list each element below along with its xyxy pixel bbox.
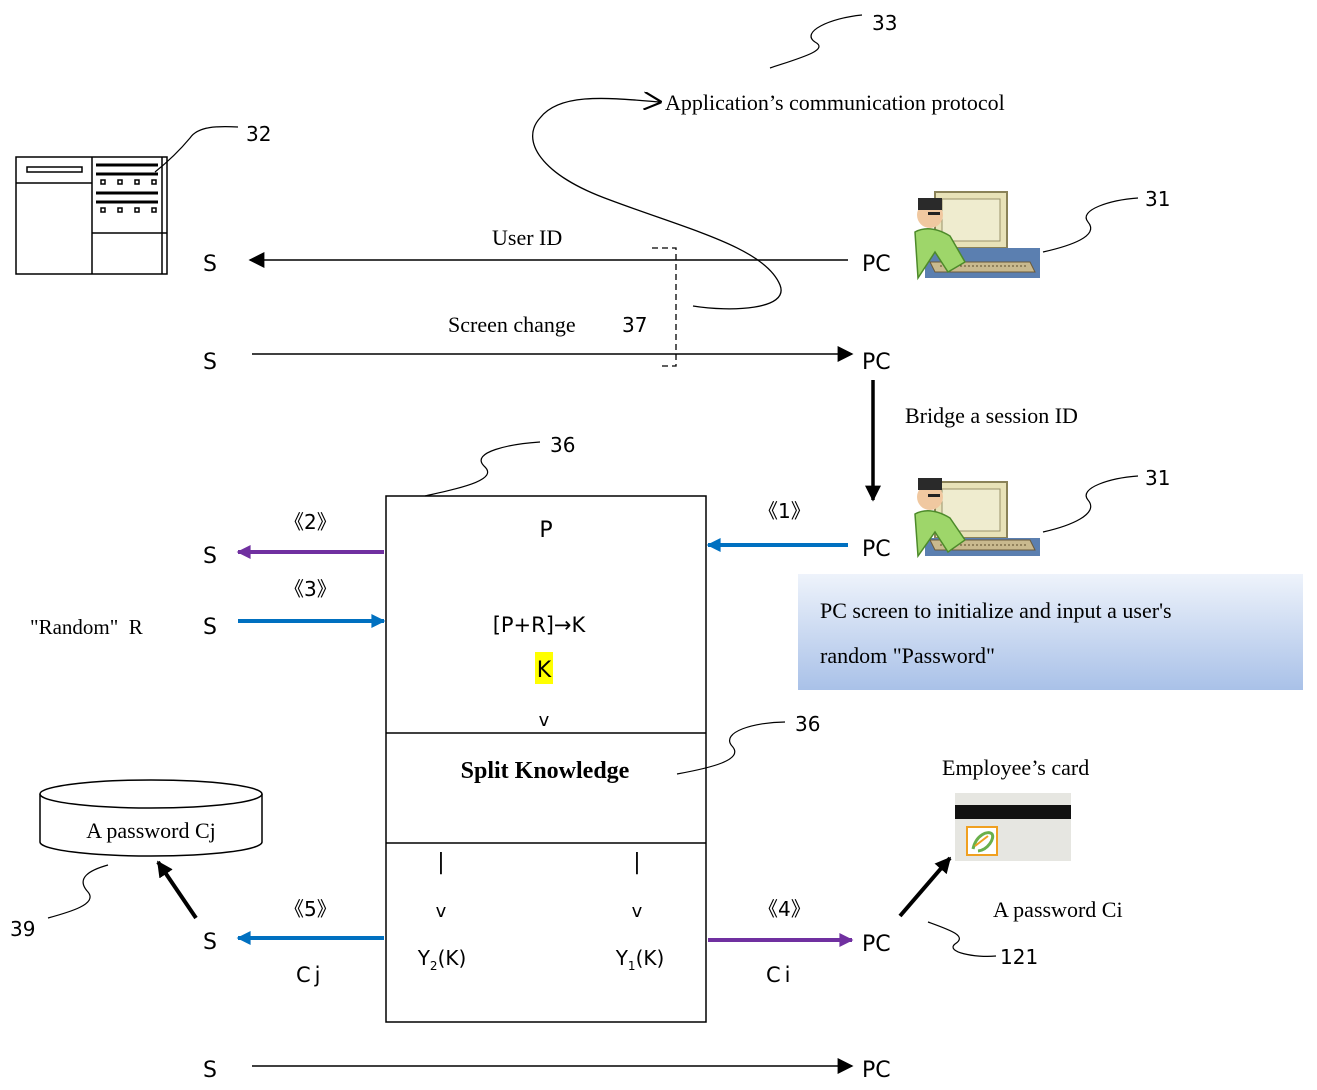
node-pc-5: PC bbox=[862, 932, 891, 957]
ref-32: 32 bbox=[246, 122, 271, 146]
protocol-label: Application’s communication protocol bbox=[665, 90, 1005, 115]
dashed-bracket bbox=[652, 247, 677, 367]
bridge-label: Bridge a session ID bbox=[905, 403, 1078, 428]
leader-31-top bbox=[1042, 197, 1139, 253]
leader-36-mid bbox=[676, 721, 786, 775]
ci-label: Ci bbox=[766, 963, 795, 987]
ref-121: 121 bbox=[1000, 945, 1038, 969]
k-highlight bbox=[535, 652, 553, 684]
process-box bbox=[385, 495, 707, 1023]
ref-39: 39 bbox=[10, 917, 35, 941]
user-at-computer-icon bbox=[914, 478, 1040, 559]
screen-change-ref: 37 bbox=[622, 313, 647, 337]
screen-change-label: Screen change bbox=[448, 312, 576, 337]
box-bar-right: | bbox=[633, 850, 640, 875]
node-pc-2: PC bbox=[862, 350, 891, 375]
note-box bbox=[798, 574, 1303, 690]
leader-39 bbox=[47, 864, 109, 919]
step-3-label: 《3》 bbox=[284, 577, 337, 601]
y1-function: Y1(K) bbox=[615, 946, 665, 973]
box-v-left: v bbox=[436, 901, 447, 922]
note-line-2: random "Password" bbox=[820, 643, 995, 668]
employee-card-icon bbox=[955, 793, 1071, 861]
step-2-label: 《2》 bbox=[284, 510, 337, 534]
y2-function: Y2(K) bbox=[417, 946, 467, 973]
ref-36-mid: 36 bbox=[795, 712, 820, 736]
user-at-computer-icon bbox=[914, 191, 1040, 281]
server-cabinet-icon bbox=[15, 156, 168, 275]
ref-31-top: 31 bbox=[1145, 187, 1170, 211]
cj-label: Cj bbox=[296, 963, 325, 987]
random-label: "Random" R bbox=[30, 615, 143, 639]
split-knowledge-label: Split Knowledge bbox=[461, 758, 630, 784]
leader-33 bbox=[769, 14, 863, 69]
node-pc-3: PC bbox=[862, 537, 891, 562]
node-s-2: S bbox=[203, 350, 217, 375]
box-k: K bbox=[537, 658, 552, 683]
leader-121 bbox=[927, 921, 997, 957]
password-ci-label: A password Ci bbox=[993, 897, 1123, 922]
db-label: A password Cj bbox=[86, 818, 216, 843]
ref-36-top: 36 bbox=[550, 433, 575, 457]
leader-32 bbox=[154, 126, 239, 173]
node-s-5: S bbox=[203, 930, 217, 955]
box-formula: [P+R]→K bbox=[493, 613, 587, 637]
box-v1: v bbox=[539, 710, 550, 731]
employee-card-label: Employee’s card bbox=[942, 755, 1089, 780]
box-v-right: v bbox=[632, 901, 643, 922]
box-p: P bbox=[539, 518, 552, 543]
node-s-1: S bbox=[203, 252, 217, 277]
s-to-db-arrow bbox=[156, 860, 198, 920]
box-bar-left: | bbox=[437, 850, 444, 875]
node-pc-1: PC bbox=[862, 252, 891, 277]
step-5-label: 《5》 bbox=[284, 897, 337, 921]
node-s-6: S bbox=[203, 1058, 217, 1083]
step-1-label: 《1》 bbox=[758, 499, 811, 523]
node-s-4: S bbox=[203, 615, 217, 640]
ref-31-mid: 31 bbox=[1145, 466, 1170, 490]
ref-33: 33 bbox=[872, 11, 897, 35]
leader-31-mid bbox=[1042, 475, 1139, 533]
leader-36-top bbox=[424, 441, 541, 497]
database-cylinder-icon bbox=[39, 779, 263, 857]
step-4-label: 《4》 bbox=[758, 897, 811, 921]
node-s-3: S bbox=[203, 544, 217, 569]
protocol-loop-arrow bbox=[532, 98, 782, 310]
note-line-1: PC screen to initialize and input a user… bbox=[820, 598, 1172, 623]
node-pc-6: PC bbox=[862, 1058, 891, 1083]
pc-to-card-arrow bbox=[898, 856, 952, 918]
user-id-label: User ID bbox=[492, 225, 562, 250]
